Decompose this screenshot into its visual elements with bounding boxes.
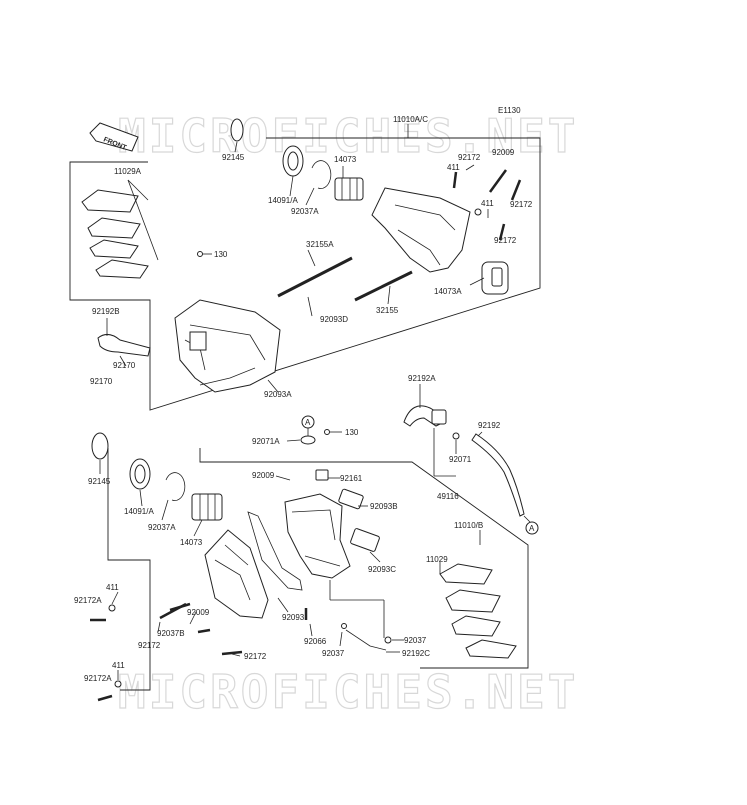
label-92093: 92093 (282, 613, 305, 622)
label-92192c: 92192C (402, 649, 430, 658)
label-92172-top2: 92172 (510, 200, 533, 209)
label-92071: 92071 (449, 455, 472, 464)
label-92093a: 92093A (264, 390, 292, 399)
label-92037a-top: 92037A (291, 207, 319, 216)
label-92093d: 92093D (320, 315, 348, 324)
svg-text:A: A (305, 418, 311, 427)
label-411-bottom1: 411 (106, 583, 119, 592)
upper-leaders (106, 141, 489, 393)
lower-breather-hose (403, 405, 525, 517)
label-92009-bottom: 92009 (187, 608, 210, 617)
callout-a-top: A (301, 415, 315, 436)
label-14091a-top: 14091/A (268, 196, 298, 205)
label-130-bottom: 130 (345, 428, 359, 437)
label-14073-top: 14073 (334, 155, 357, 164)
label-92093b: 92093B (370, 502, 398, 511)
label-92009-mid: 92009 (252, 471, 275, 480)
label-92066: 92066 (304, 637, 327, 646)
label-92192: 92192 (478, 421, 501, 430)
label-92093c: 92093C (368, 565, 396, 574)
upper-assembly-frame (69, 124, 541, 411)
svg-text:A: A (529, 524, 535, 533)
lower-assembly-frame (107, 448, 529, 691)
lower-group-label: 11010/B (454, 521, 483, 530)
label-92071a: 92071A (252, 437, 280, 446)
part-labels: 92145 14091/A 92037A 14073 411 92172 920… (74, 148, 533, 683)
label-92009-top: 92009 (492, 148, 515, 157)
label-411-bottom2: 411 (112, 661, 125, 670)
upper-rods (277, 256, 413, 302)
upper-airbox-housing (174, 299, 281, 393)
label-92172-top3: 92172 (494, 236, 517, 245)
label-49116: 49116 (437, 492, 459, 501)
upper-filter-stack (81, 189, 149, 279)
upper-elbow-hose (97, 334, 151, 357)
label-92172-top1: 92172 (458, 153, 481, 162)
callout-a-bottom: A (523, 515, 539, 535)
label-92161: 92161 (340, 474, 363, 483)
label-32155a: 32155A (306, 240, 334, 249)
label-92037b: 92037B (157, 629, 185, 638)
watermark-bottom: MICROFICHES.NET (118, 665, 578, 719)
label-411-top2: 411 (481, 199, 494, 208)
label-92145-bottom: 92145 (88, 477, 111, 486)
label-92037a-bottom: 92037A (148, 523, 176, 532)
label-14073a: 14073A (434, 287, 462, 296)
label-11029: 11029 (426, 555, 448, 564)
label-92192b: 92192B (92, 307, 120, 316)
lower-leaders (99, 384, 483, 680)
label-92172-bottom2: 92172 (244, 652, 267, 661)
figure-code: E1130 (498, 106, 521, 115)
lower-airbox-housing (204, 529, 269, 619)
upper-seal-ring (230, 118, 332, 189)
label-92172a-2: 92172A (84, 674, 112, 683)
label-130-top: 130 (214, 250, 228, 259)
lower-bolts (90, 602, 243, 702)
upper-airbox-cover (371, 187, 471, 273)
upper-group-label: 11010A/C (393, 115, 428, 124)
upper-flame-arrester (334, 177, 364, 201)
label-92192a: 92192A (408, 374, 436, 383)
lower-gasket (247, 511, 303, 591)
lower-filter-stack (439, 563, 517, 659)
lower-airbox-cover (284, 493, 351, 579)
lower-side-pads (338, 488, 380, 552)
lower-flame-arrester (191, 493, 223, 521)
label-14073-bottom: 14073 (180, 538, 203, 547)
upper-bolts (197, 169, 522, 257)
label-92037-a: 92037 (322, 649, 345, 658)
label-92170-a: 92170 (113, 361, 136, 370)
label-11029a: 11029A (114, 167, 142, 176)
label-14091a-bottom: 14091/A (124, 507, 154, 516)
label-92145-top: 92145 (222, 153, 245, 162)
lower-small-parts (300, 429, 392, 651)
label-92172a-1: 92172A (74, 596, 102, 605)
label-92170-b: 92170 (90, 377, 113, 386)
upper-duct-cap (481, 261, 509, 295)
label-411-top1: 411 (447, 163, 460, 172)
watermark-top: MICROFICHES.NET (118, 109, 578, 163)
label-32155: 32155 (376, 306, 399, 315)
label-92037-b: 92037 (404, 636, 427, 645)
lower-seal-ring (91, 432, 186, 501)
label-92172-bottom1: 92172 (138, 641, 161, 650)
